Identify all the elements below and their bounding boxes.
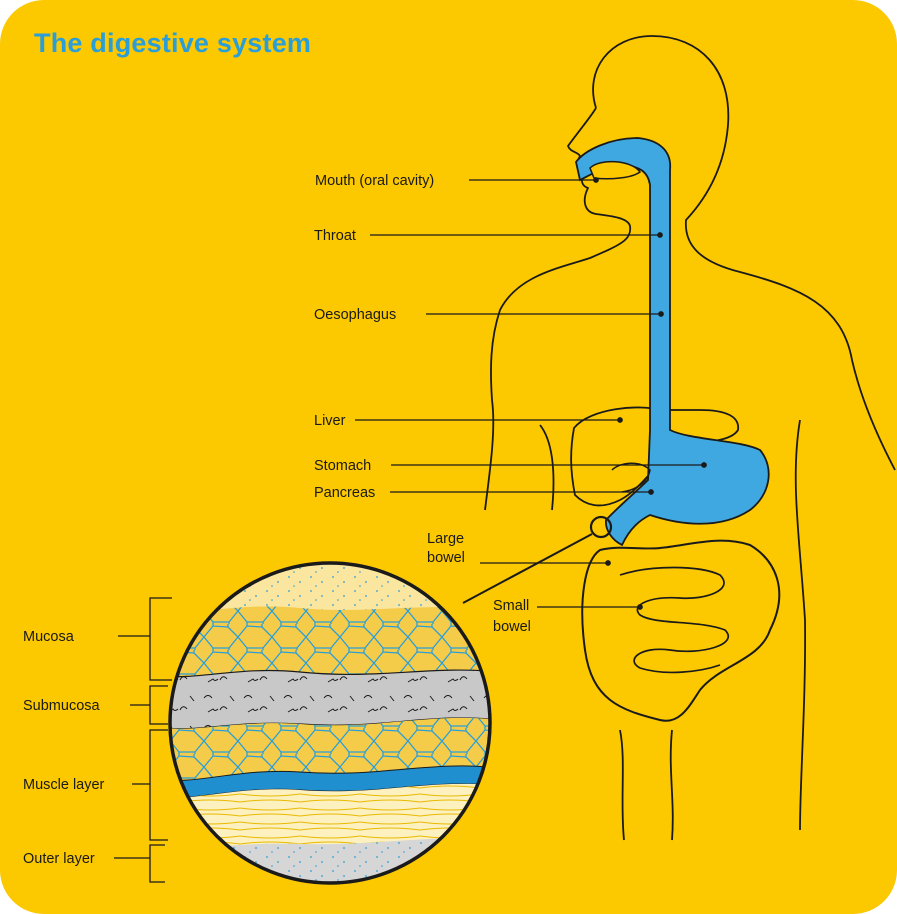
label-pancreas: Pancreas [314,485,375,501]
label-stomach: Stomach [314,458,371,474]
label-liver: Liver [314,413,346,429]
label-mouth: Mouth (oral cavity) [315,173,434,189]
label-mucosa: Mucosa [23,629,75,645]
label-outer-layer: Outer layer [23,851,95,867]
label-muscle-layer: Muscle layer [23,777,105,793]
label-submucosa: Submucosa [23,698,101,714]
bowel-wall-magnified [160,560,500,890]
label-oesophagus: Oesophagus [314,307,396,323]
label-large-bowel-line1: Large [427,531,464,547]
layer-brackets [114,598,172,882]
label-throat: Throat [314,228,356,244]
digestive-tract [576,138,769,545]
label-small-bowel-line2: bowel [493,619,531,635]
label-small-bowel-line1: Small [493,598,529,614]
small-bowel-shape [620,568,728,673]
label-large-bowel-line2: bowel [427,550,465,566]
